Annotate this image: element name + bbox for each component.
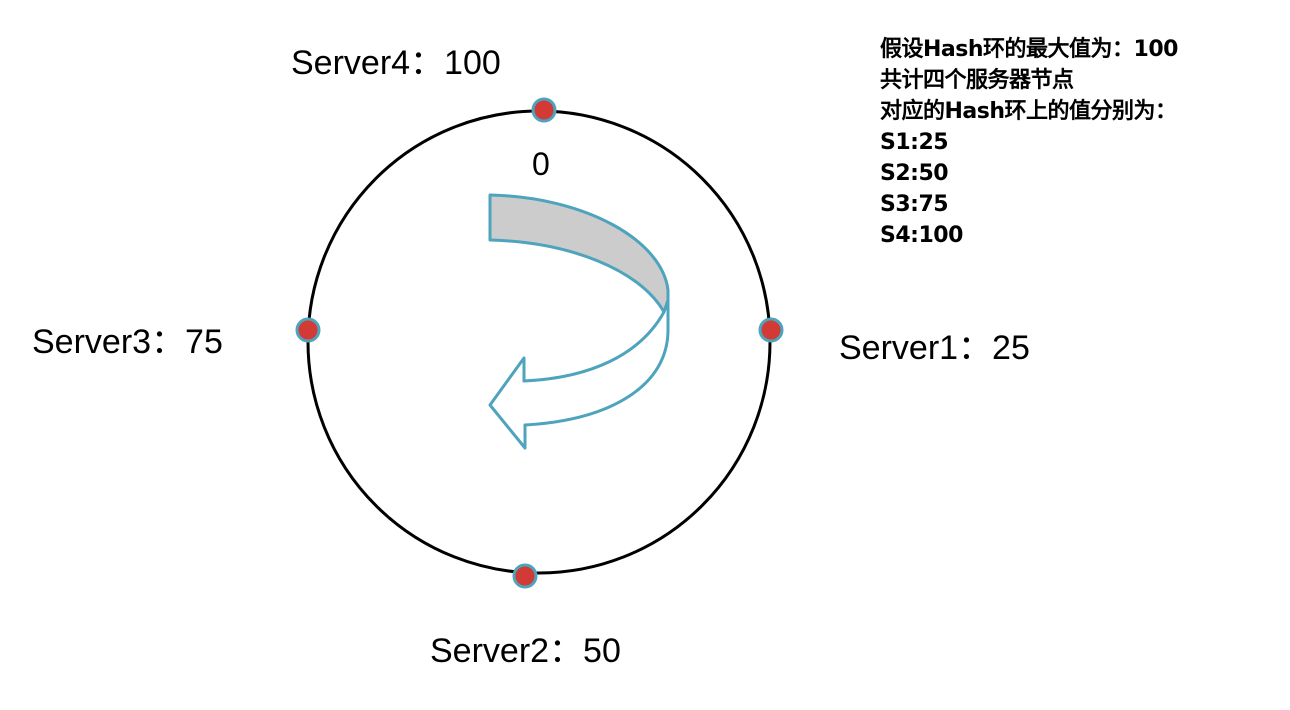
server3-label: Server3：75 (32, 323, 223, 361)
note-line: S2:50 (880, 161, 949, 186)
zero-label: 0 (532, 146, 550, 182)
server4-label: Server4：100 (291, 44, 501, 82)
server3-node (295, 317, 321, 343)
note-line: S1:25 (880, 130, 949, 155)
hash-notes: 假设Hash环的最大值为：100 共计四个服务器节点 对应的Hash环上的值分别… (880, 34, 1178, 251)
rotation-arrow-head (488, 298, 670, 450)
server2-label: Server2：50 (430, 632, 621, 670)
note-line: S3:75 (880, 192, 949, 217)
server1-label: Server1：25 (839, 329, 1030, 367)
rotation-arrow-back (488, 193, 670, 320)
server2-node (512, 563, 538, 589)
server1-node (758, 317, 784, 343)
note-line: S4:100 (880, 223, 963, 248)
note-line: 共计四个服务器节点 (880, 68, 1074, 93)
server4-node (531, 97, 557, 123)
note-line: 假设Hash环的最大值为：100 (880, 37, 1178, 62)
note-line: 对应的Hash环上的值分别为： (880, 99, 1177, 124)
